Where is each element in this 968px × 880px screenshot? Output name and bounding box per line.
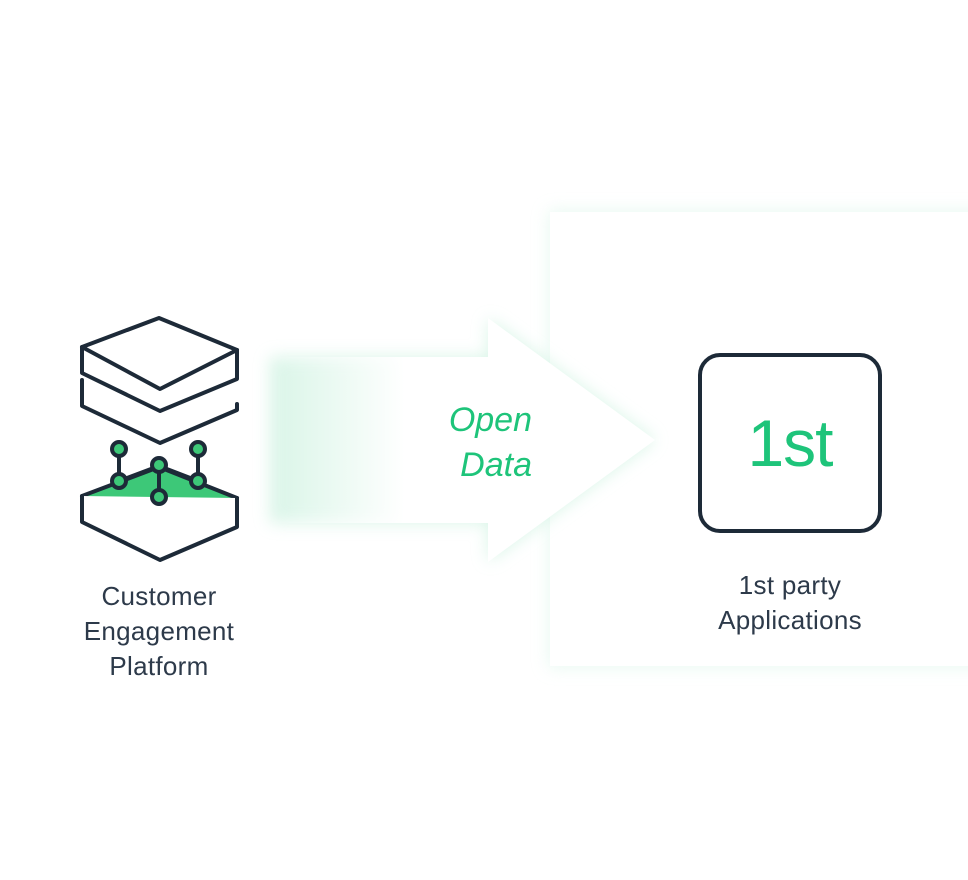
app-tile-badge: 1st (747, 406, 833, 480)
cep-line-3: Platform (109, 651, 209, 681)
arrow-right-icon (270, 318, 655, 562)
customer-engagement-platform-label: Customer Engagement Platform (38, 579, 280, 684)
open-data-line-1: Open (448, 401, 532, 439)
cep-line-1: Customer (101, 581, 217, 611)
first-party-applications-label: 1st party Applications (660, 568, 920, 638)
open-data-label: Open Data (362, 398, 532, 488)
apps-line-1: 1st party (738, 570, 842, 600)
apps-line-2: Applications (718, 605, 862, 635)
layered-platform-icon (80, 316, 239, 562)
open-data-line-2: Data (460, 446, 532, 484)
cep-line-2: Engagement (83, 616, 235, 646)
app-tile-icon (698, 353, 882, 533)
